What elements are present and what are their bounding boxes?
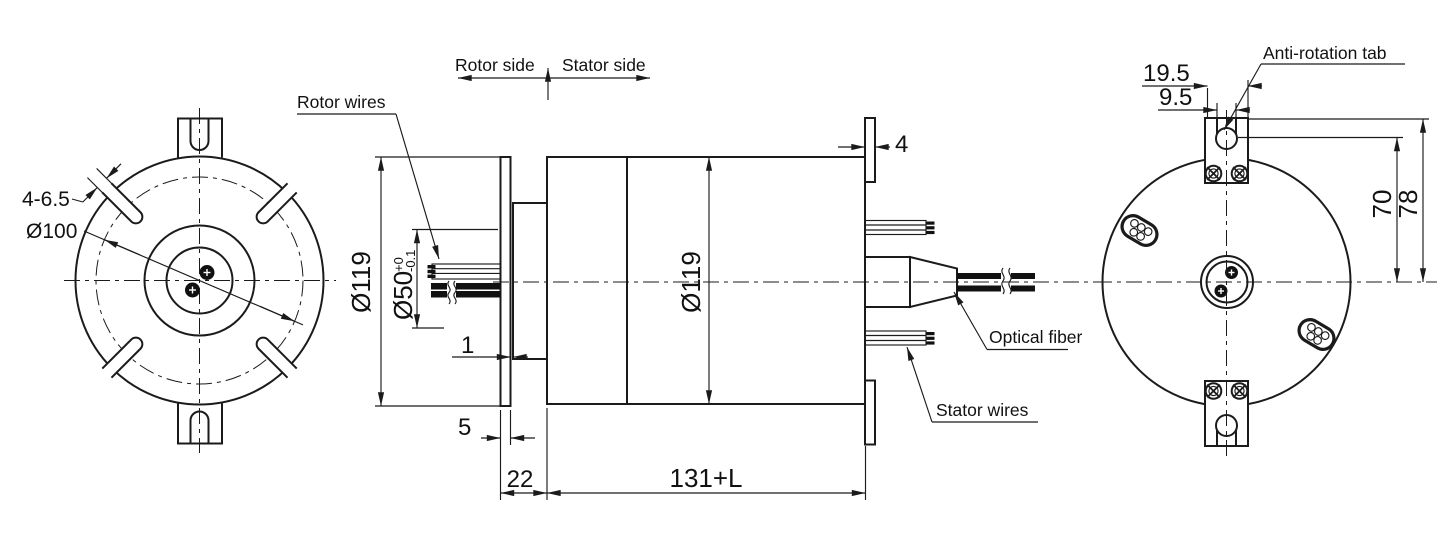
slot-width-dimension: 9.5 bbox=[1158, 84, 1250, 114]
anti-rotation-tab-callout: Anti-rotation tab bbox=[1223, 43, 1405, 131]
stator-flange-bottom-tab bbox=[864, 379, 876, 446]
rear-view: Anti-rotation tab 19.5 9.5 70 78 bbox=[1096, 43, 1437, 456]
stator-body bbox=[546, 156, 866, 405]
dim-slot-width: 9.5 bbox=[1159, 84, 1192, 111]
dim-tab-top-height: 78 bbox=[1393, 190, 1423, 219]
dim-stator-flange: 4 bbox=[895, 131, 908, 158]
fiber-cable-1 bbox=[957, 273, 1035, 279]
optical-fiber-assembly bbox=[864, 255, 1035, 309]
fiber-cable-2 bbox=[957, 285, 1035, 292]
tab-width-dimension: 19.5 bbox=[1142, 60, 1262, 117]
label-stator-wires: Stator wires bbox=[936, 400, 1029, 420]
body-length-dimension: 131+L bbox=[546, 446, 867, 500]
front-slot-dimension: 4-6.5 bbox=[22, 163, 122, 211]
height-dimensions: 70 78 bbox=[1238, 118, 1429, 283]
stator-flange-dimension: 4 bbox=[838, 131, 908, 158]
rotor-cable-1 bbox=[431, 283, 501, 290]
stator-wires-callout: Stator wires bbox=[906, 346, 1038, 423]
body-dia-dimension: Ø119 bbox=[676, 156, 713, 405]
front-bolt-circle-dimension: Ø100 bbox=[26, 220, 304, 326]
front-mount-slots bbox=[101, 182, 298, 379]
dim-body-dia: Ø119 bbox=[676, 251, 706, 313]
dim-bolt-circle: Ø100 bbox=[26, 220, 77, 243]
dim-outer-dia-left: Ø119 bbox=[346, 251, 376, 313]
dim-slot-center-height: 70 bbox=[1367, 190, 1397, 219]
front-view: 4-6.5 Ø100 bbox=[22, 108, 336, 453]
wire-exit-top-left bbox=[1120, 214, 1159, 247]
dim-bore-dia: Ø50 bbox=[388, 271, 418, 320]
fiber-break-mark bbox=[1001, 267, 1005, 295]
rotor-wire-bundle bbox=[427, 263, 502, 305]
rotor-wires-callout: Rotor wires bbox=[297, 92, 440, 260]
label-rotor-side: Rotor side bbox=[455, 55, 535, 75]
dim-flange-plate: 5 bbox=[458, 414, 471, 441]
dim-tab-width: 19.5 bbox=[1143, 60, 1190, 87]
stator-flange-top-tab bbox=[864, 117, 876, 183]
dim-bore-tol-upper: +0 bbox=[391, 257, 406, 272]
stator-wire-bundle-top bbox=[864, 219, 935, 236]
wire-exit-bottom-right bbox=[1297, 318, 1336, 351]
stator-wire-bundle-bottom bbox=[864, 330, 935, 346]
outer-dia-dimension-left: Ø119 bbox=[346, 156, 500, 407]
label-rotor-wires: Rotor wires bbox=[297, 92, 386, 112]
rotor-cable-2 bbox=[431, 291, 501, 298]
gap-dimension: 1 bbox=[452, 332, 528, 361]
section-view: Rotor side Stator side Rotor wires Ø119 … bbox=[297, 55, 1104, 500]
label-stator-side: Stator side bbox=[562, 55, 646, 75]
flange-plate-dimension: 5 bbox=[458, 410, 535, 500]
side-indicator: Rotor side Stator side bbox=[455, 55, 651, 100]
dim-body-length: 131+L bbox=[669, 463, 742, 493]
tab-screws-top bbox=[1204, 164, 1249, 183]
tab-screws-bottom bbox=[1204, 382, 1249, 400]
front-center-screws bbox=[185, 265, 215, 298]
rotor-length-dimension: 22 bbox=[500, 408, 548, 500]
rotor-hub bbox=[512, 202, 548, 360]
dim-rotor-length: 22 bbox=[507, 466, 534, 493]
dim-gap: 1 bbox=[461, 332, 474, 359]
label-optical-fiber: Optical fiber bbox=[989, 327, 1083, 347]
rotor-cable-break-mark bbox=[447, 280, 451, 305]
dim-slot-4-6-5: 4-6.5 bbox=[22, 188, 70, 211]
label-anti-rotation-tab: Anti-rotation tab bbox=[1263, 43, 1387, 63]
bore-dia-dimension: Ø50 +0 -0.1 bbox=[388, 228, 498, 329]
svg-text:Ø50 +0 -0.1: Ø50 +0 -0.1 bbox=[388, 250, 418, 320]
dim-bore-tol-lower: -0.1 bbox=[403, 250, 418, 272]
optical-fiber-callout: Optical fiber bbox=[953, 291, 1083, 351]
